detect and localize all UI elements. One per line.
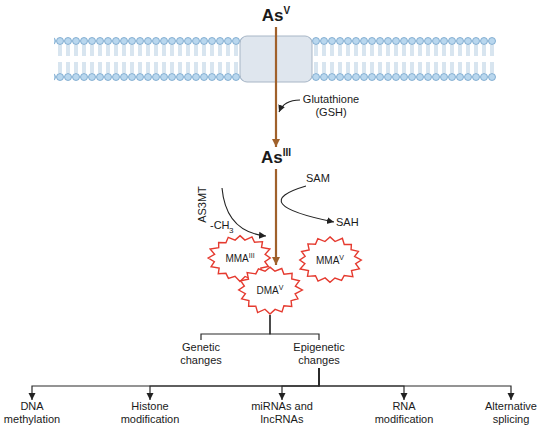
enzyme-label: AS3MT [196,186,209,223]
cofactor-label: SAM [306,172,330,185]
node-text: Histone modification [121,400,180,425]
node-text: As [261,148,283,167]
node-text: DNA methylation [4,400,60,425]
flow-connector [275,27,277,147]
node-text: miRNAs and lncRNAs [251,400,313,425]
node-text-group: DMAV [257,284,284,297]
outcome-label-node: Genetic changes [172,340,230,368]
node-text: MMA [316,255,339,266]
oxidation-state: III [283,147,291,158]
mechanism-node: Alternative splicing [474,400,548,428]
arsenite-species: AsIII [248,147,304,169]
flow-connector [270,315,319,340]
node-text-group: Genetic changes [172,341,230,367]
starburst-shape [239,267,303,314]
node-text: Epigenetic changes [293,341,344,366]
methyl-group-label: -CH [210,219,230,232]
flow-connector [201,315,270,340]
cofactor-label: SAH [336,216,359,229]
subscript-number: 3 [229,226,233,236]
flow-connector [282,368,319,400]
node-text-group: Epigenetic changes [283,341,355,367]
mechanism-node: miRNAs and lncRNAs [242,400,322,428]
mechanism-node: RNA modification [366,400,442,428]
flow-connector [150,368,319,400]
node-text-group: DNA methylation [0,400,64,426]
mechanism-node: Histone modification [114,400,186,428]
flow-connector [275,169,277,265]
cell-membrane [54,37,496,81]
node-text: RNA modification [375,400,434,425]
node-text-group: AsIII [261,148,291,168]
node-text-group: MMAIII [225,252,254,265]
oxidation-state: III [249,251,255,258]
node-text: Alternative splicing [485,400,537,425]
node-text: As [262,6,284,25]
node-text: DMA [257,285,279,296]
oxidation-state: V [339,253,344,260]
node-text-group: MMAV [316,254,344,267]
node-text-group: AsV [262,6,290,26]
reductant-label: Glutathione (GSH) [296,93,366,119]
outcome-label-node: Epigenetic changes [283,340,355,368]
gsh-reduction-arrow [279,100,300,112]
sam-sah-arrow [281,186,334,222]
membrane-transporter [240,36,312,82]
node-text-group: miRNAs and lncRNAs [242,400,322,426]
oxidation-state: V [284,5,291,16]
arsenate-species: AsV [248,4,304,27]
metabolite-starburst: MMAV [297,236,363,284]
node-text: MMA [225,253,248,264]
node-text-group: Alternative splicing [474,400,548,426]
node-text-group: Histone modification [114,400,186,426]
flow-connector [319,368,404,400]
node-text-group: RNA modification [366,400,442,426]
oxidation-state: V [279,283,284,290]
flow-connector [319,368,511,400]
mechanism-node: DNA methylation [0,400,64,428]
metabolite-starburst: DMAV [237,265,303,315]
flow-connector [32,368,319,400]
starburst-shape [300,237,362,283]
node-text: Genetic changes [180,341,222,366]
